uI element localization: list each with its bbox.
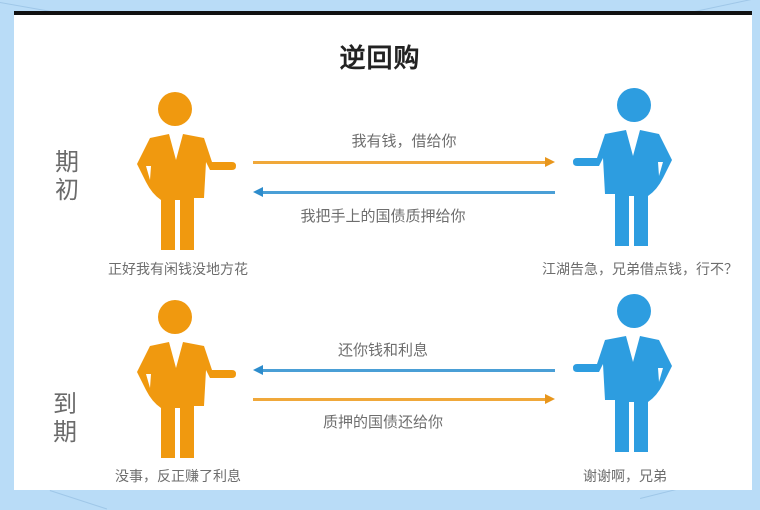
arrow-label-return: 质押的国债还给你 <box>322 413 443 431</box>
lender-caption: 没事，反正赚了利息 <box>115 469 241 485</box>
phase-label-start: 期 初 <box>52 148 82 204</box>
arrow-pledge-bonds <box>253 187 555 197</box>
arrow-return-bonds <box>253 394 555 404</box>
borrower-caption: 谢谢啊，兄弟 <box>583 469 667 485</box>
arrow-label-lend: 我有钱，借给你 <box>351 132 457 150</box>
lender-person-icon <box>137 300 236 458</box>
arrow-label-repay: 还你钱和利息 <box>337 341 428 359</box>
phase-char: 期 <box>53 418 77 446</box>
top-rule <box>14 11 752 15</box>
phase-char: 期 <box>55 148 79 176</box>
phase-char: 到 <box>53 390 77 418</box>
arrow-label-pledge: 我把手上的国债质押给你 <box>300 207 466 225</box>
borrower-caption: 江湖告急，兄弟借点钱，行不？ <box>542 262 738 278</box>
borrower-person-icon <box>573 294 672 452</box>
phase-char: 初 <box>55 176 79 204</box>
borrower-person-icon <box>573 88 672 246</box>
lender-caption: 正好我有闲钱没地方花 <box>108 262 248 278</box>
lender-person-icon <box>137 92 236 250</box>
diagram-title: 逆回购 <box>339 44 421 74</box>
arrow-lend-money <box>253 157 555 167</box>
arrow-repay-money <box>253 365 555 375</box>
phase-label-maturity: 到 期 <box>50 390 80 446</box>
